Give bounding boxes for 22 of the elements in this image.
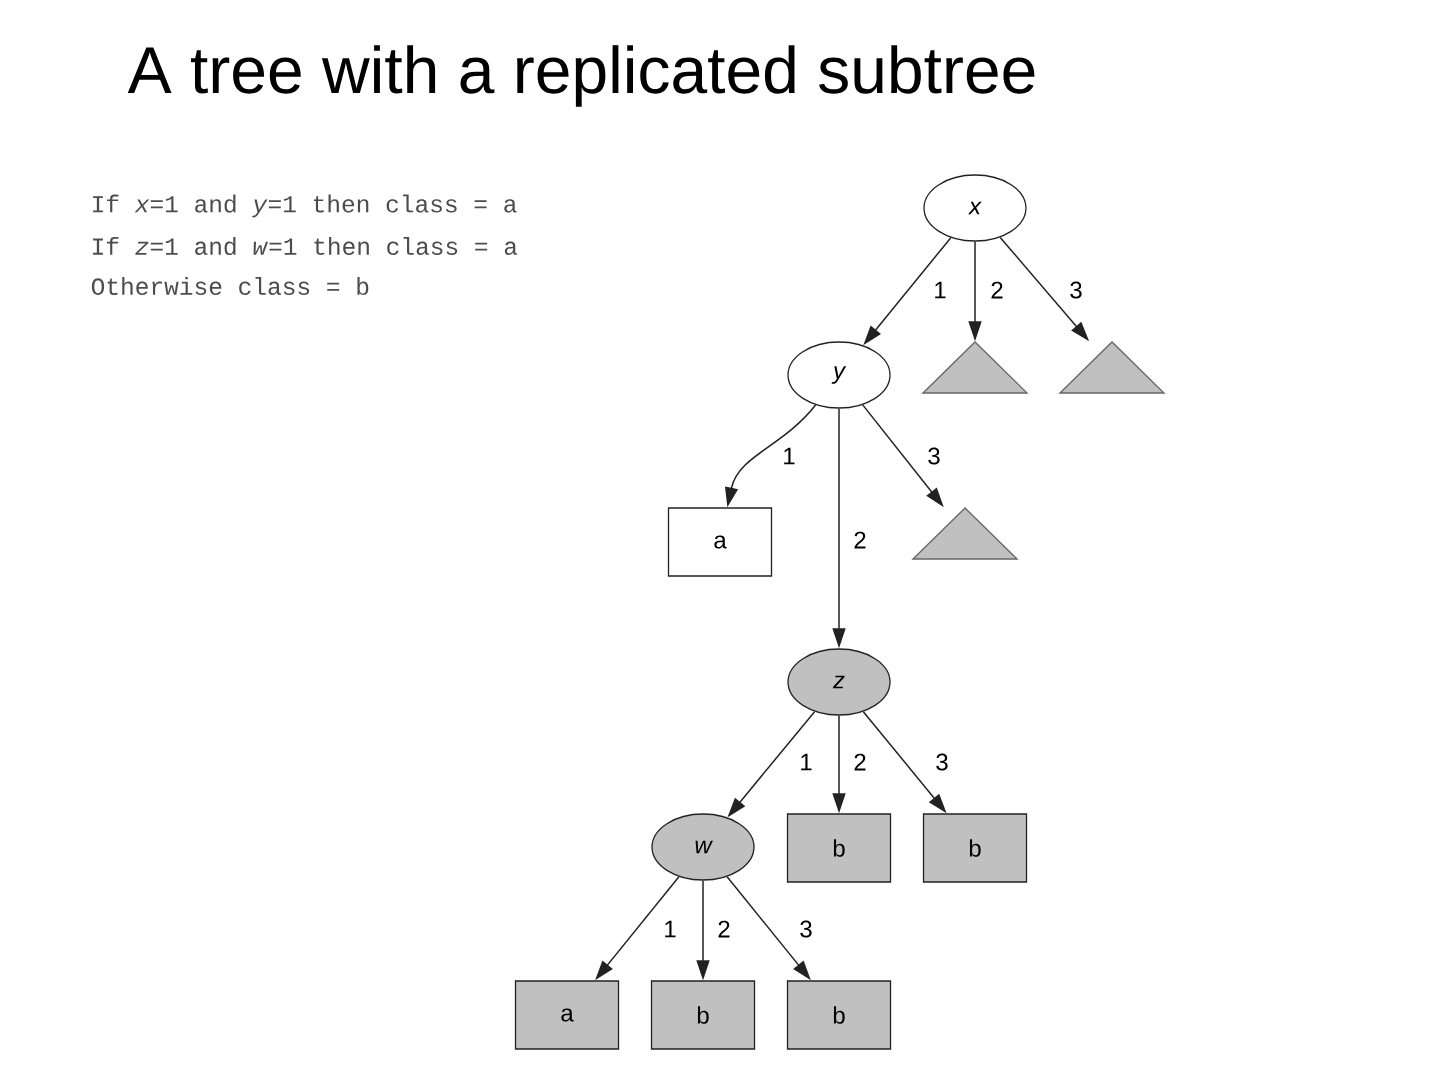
leaf-box: b xyxy=(786,813,892,883)
edge-label: 3 xyxy=(934,752,950,772)
rule-text: If z=1 and w=1 then class = a xyxy=(93,236,518,256)
edge-label: 2 xyxy=(852,752,868,772)
leaf-box: b xyxy=(786,980,892,1050)
edge-label: 2 xyxy=(716,919,732,939)
leaf-box: b xyxy=(922,813,1028,883)
edge-label: 1 xyxy=(781,446,797,466)
edge-label: 3 xyxy=(798,919,814,939)
rule-text: If x=1 and y=1 then class = a xyxy=(93,194,517,218)
leaf-box: a xyxy=(667,507,773,577)
edge-label: 3 xyxy=(926,446,942,466)
rule-text: Otherwise class = b xyxy=(91,277,369,295)
leaf-box: a xyxy=(514,980,620,1050)
edge-label: 3 xyxy=(1068,280,1084,300)
title: A tree with a replicated subtree xyxy=(127,45,1035,107)
edge-label: 1 xyxy=(662,919,678,939)
leaf-box: b xyxy=(650,980,756,1050)
edge-label: 1 xyxy=(798,752,814,772)
edge-label: 2 xyxy=(852,530,868,550)
edge-label: 2 xyxy=(989,280,1005,300)
edge-label: 1 xyxy=(932,280,948,300)
